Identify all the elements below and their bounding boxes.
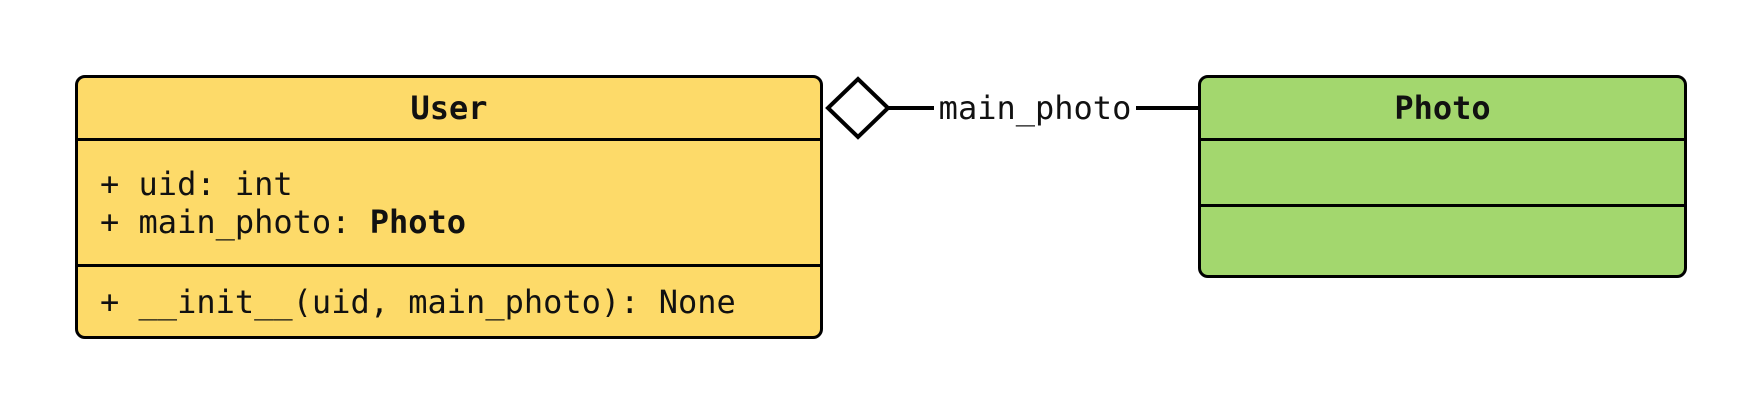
- class-name: User: [410, 89, 488, 127]
- class-name: Photo: [1394, 89, 1491, 127]
- attributes-section-photo: [1201, 138, 1684, 207]
- attribute-line: + main_photo: Photo: [100, 202, 467, 241]
- class-node-photo: Photo: [1198, 75, 1687, 278]
- method-line: + __init__(uid, main_photo): None: [100, 282, 736, 321]
- edge-label: main_photo: [938, 89, 1132, 127]
- attribute-type: Photo: [369, 202, 467, 241]
- class-title-photo: Photo: [1201, 78, 1684, 138]
- attributes-section-user: + uid: int + main_photo: Photo: [78, 138, 820, 267]
- class-title-user: User: [78, 78, 820, 138]
- methods-section-user: + __init__(uid, main_photo): None: [78, 267, 820, 336]
- class-node-user: User + uid: int + main_photo: Photo + __…: [75, 75, 823, 339]
- aggregation-diamond-icon: [825, 76, 891, 140]
- attribute-line: + uid: int: [100, 164, 293, 203]
